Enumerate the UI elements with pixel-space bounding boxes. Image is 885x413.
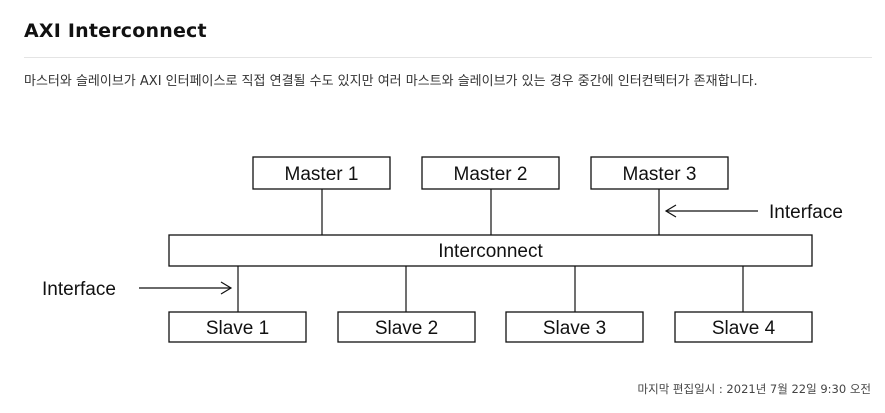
interface-arrow-right (664, 204, 758, 218)
slave-2-label: Slave 2 (375, 318, 438, 339)
page-title: AXI Interconnect (24, 20, 207, 42)
slave-4-box: Slave 4 (674, 311, 813, 343)
interface-label-right: Interface (769, 202, 843, 223)
interconnect-label: Interconnect (438, 241, 543, 262)
interface-arrow-left (139, 281, 233, 295)
body-paragraph: 마스터와 슬레이브가 AXI 인터페이스로 직접 연결될 수도 있지만 여러 마… (24, 74, 758, 89)
title-divider (24, 57, 872, 58)
interface-label-left: Interface (42, 279, 116, 300)
master-1-box: Master 1 (252, 156, 391, 190)
master-3-box: Master 3 (590, 156, 729, 190)
last-edited-footer: 마지막 편집일시 : 2021년 7월 22일 9:30 오전 (637, 382, 871, 396)
slave-1-label: Slave 1 (206, 318, 269, 339)
slave-1-box: Slave 1 (168, 311, 307, 343)
master-1-label: Master 1 (285, 164, 359, 185)
master-3-label: Master 3 (623, 164, 697, 185)
slave-4-label: Slave 4 (712, 318, 776, 339)
interconnect-box: Interconnect (168, 234, 813, 267)
master-2-box: Master 2 (421, 156, 560, 190)
slave-3-box: Slave 3 (505, 311, 644, 343)
slave-2-box: Slave 2 (337, 311, 476, 343)
master-2-label: Master 2 (454, 164, 528, 185)
slave-3-label: Slave 3 (543, 318, 606, 339)
